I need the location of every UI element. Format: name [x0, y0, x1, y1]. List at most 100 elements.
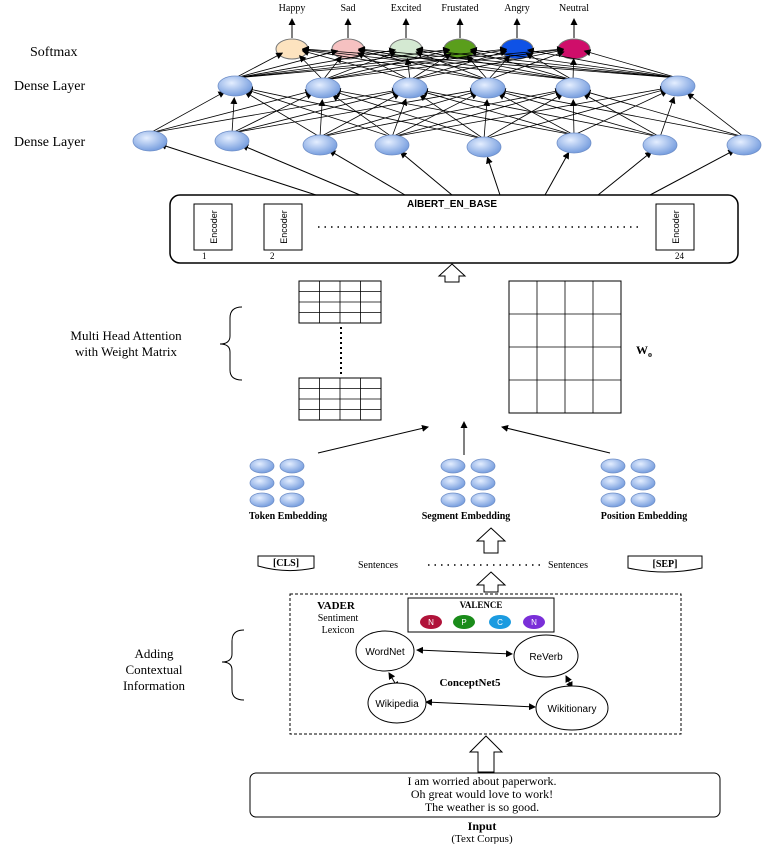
conn-bot-2-top-4	[319, 87, 563, 138]
conn-top-3-out-4	[487, 55, 511, 81]
up-arrow-to-embeddings	[475, 527, 507, 554]
conn-top-5-out-5	[583, 49, 679, 79]
lexicon-label: Lexicon	[322, 625, 355, 636]
position-embedding-node-0-0	[600, 458, 626, 474]
dense-bottom-node-6	[642, 134, 678, 156]
dense-top-node-4	[555, 77, 591, 99]
conn-albert-4	[486, 156, 501, 196]
conn-bot-7-top-5	[686, 92, 745, 138]
conn-top-2-out-0	[301, 49, 411, 81]
segment-embedding-node-0-0	[440, 458, 466, 474]
token-to-attention-arrow	[317, 424, 429, 454]
conn-bot-3-top-5	[391, 85, 668, 138]
attention-matrix-bottom	[298, 377, 382, 421]
conn-top-2-out-5	[409, 47, 565, 81]
conn-top-1-out-5	[322, 46, 565, 81]
input-sentence-2: Oh great would love to work!	[411, 787, 553, 801]
conn-top-3-out-1	[357, 48, 489, 81]
conn-albert-3	[399, 151, 453, 196]
position-embedding-node-0-1	[630, 458, 656, 474]
conn-top-2-out-2	[404, 57, 412, 81]
albert-box	[169, 194, 739, 264]
conn-bot-3-top-4	[391, 89, 563, 138]
token-embedding-node-0-1	[279, 458, 305, 474]
cls-tag	[257, 555, 315, 572]
dense-layer-top-label: Dense Layer	[14, 79, 85, 94]
conn-top-4-out-0	[301, 46, 574, 81]
mha-label-line1: Multi Head Attention	[70, 328, 182, 343]
contextual-info-box	[289, 593, 682, 735]
cls-label: [CLS]	[273, 558, 299, 569]
weight-matrix-label: Wo	[636, 343, 652, 359]
conn-bot-5-top-3	[497, 93, 575, 136]
reverb-node	[513, 634, 579, 678]
segment-embedding-node-2-0	[440, 492, 466, 508]
token-embedding-node-2-1	[279, 492, 305, 508]
conn-top-0-out-5	[234, 46, 565, 79]
conn-bot-1-top-0	[230, 96, 238, 134]
wikipedia-wiktionary-link	[425, 698, 536, 711]
output-label-4: Angry	[504, 3, 530, 14]
encoder-label-24: Encoder	[671, 210, 681, 244]
context-brace	[221, 629, 245, 701]
conn-bot-3-top-3	[391, 93, 479, 138]
valence-letter-2: C	[497, 618, 503, 627]
conn-bot-3-top-1	[331, 94, 393, 138]
wordnet-node	[355, 630, 415, 672]
conn-top-5-out-2	[415, 46, 679, 79]
conn-top-4-out-2	[415, 47, 574, 81]
conn-top-5-out-0	[301, 45, 679, 79]
contextual-label: Contextual	[125, 662, 182, 677]
valence-letter-1: P	[461, 618, 466, 627]
input-title: Input	[468, 819, 497, 833]
dense-bottom-node-0	[132, 130, 168, 152]
conceptnet-label: ConceptNet5	[439, 677, 501, 689]
conn-bot-3-top-2	[391, 98, 408, 138]
conn-bot-7-top-4	[583, 89, 745, 138]
encoder-number-24: 24	[675, 251, 685, 261]
up-arrow-to-albert	[437, 263, 467, 283]
position-embedding-label: Position Embedding	[601, 511, 687, 522]
dense-top-node-3	[470, 77, 506, 99]
conn-bot-4-top-2	[419, 94, 485, 140]
dense-bottom-node-1	[214, 130, 250, 152]
conn-albert-6	[597, 151, 653, 196]
token-embedding-node-0-0	[249, 458, 275, 474]
conn-top-0-out-0	[234, 52, 284, 79]
token-embedding-node-1-1	[279, 475, 305, 491]
encoder-box-1	[193, 203, 233, 251]
dense-bottom-node-7	[726, 134, 762, 156]
position-embedding-node-1-0	[600, 475, 626, 491]
conn-bot-4-top-0	[245, 86, 485, 140]
conn-top-1-out-0	[298, 55, 324, 81]
dense-top-node-0	[217, 75, 253, 97]
wordnet-reverb-link	[416, 646, 513, 658]
weight-matrix-wo	[508, 280, 622, 414]
conn-bot-2-top-2	[319, 93, 401, 138]
segment-embedding-node-1-0	[440, 475, 466, 491]
dense-bottom-node-4	[466, 136, 502, 158]
encoder-label-1: Encoder	[209, 210, 219, 244]
input-box	[249, 772, 721, 818]
valence-circle-1	[453, 615, 475, 629]
input-subtitle: (Text Corpus)	[451, 833, 513, 844]
output-label-5: Neutral	[559, 3, 589, 14]
token-embedding-node-1-0	[249, 475, 275, 491]
wiktionary-node	[535, 685, 609, 731]
conn-bot-2-top-0	[244, 91, 321, 138]
conn-bot-6-top-2	[420, 88, 661, 138]
conn-bot-4-top-1	[333, 90, 485, 140]
conn-top-4-out-1	[357, 46, 574, 81]
dense-bottom-node-3	[374, 134, 410, 156]
conn-top-3-out-0	[301, 47, 489, 81]
sep-tag	[627, 555, 703, 573]
valence-circle-2	[489, 615, 511, 629]
conn-bot-4-top-3	[483, 98, 491, 140]
conn-bot-5-top-4	[569, 98, 577, 136]
conn-bot-2-top-3	[319, 89, 478, 138]
wiktionary-label: Wikitionary	[548, 704, 597, 715]
output-label-2: Excited	[391, 3, 422, 14]
conn-bot-6-top-4	[582, 93, 661, 138]
